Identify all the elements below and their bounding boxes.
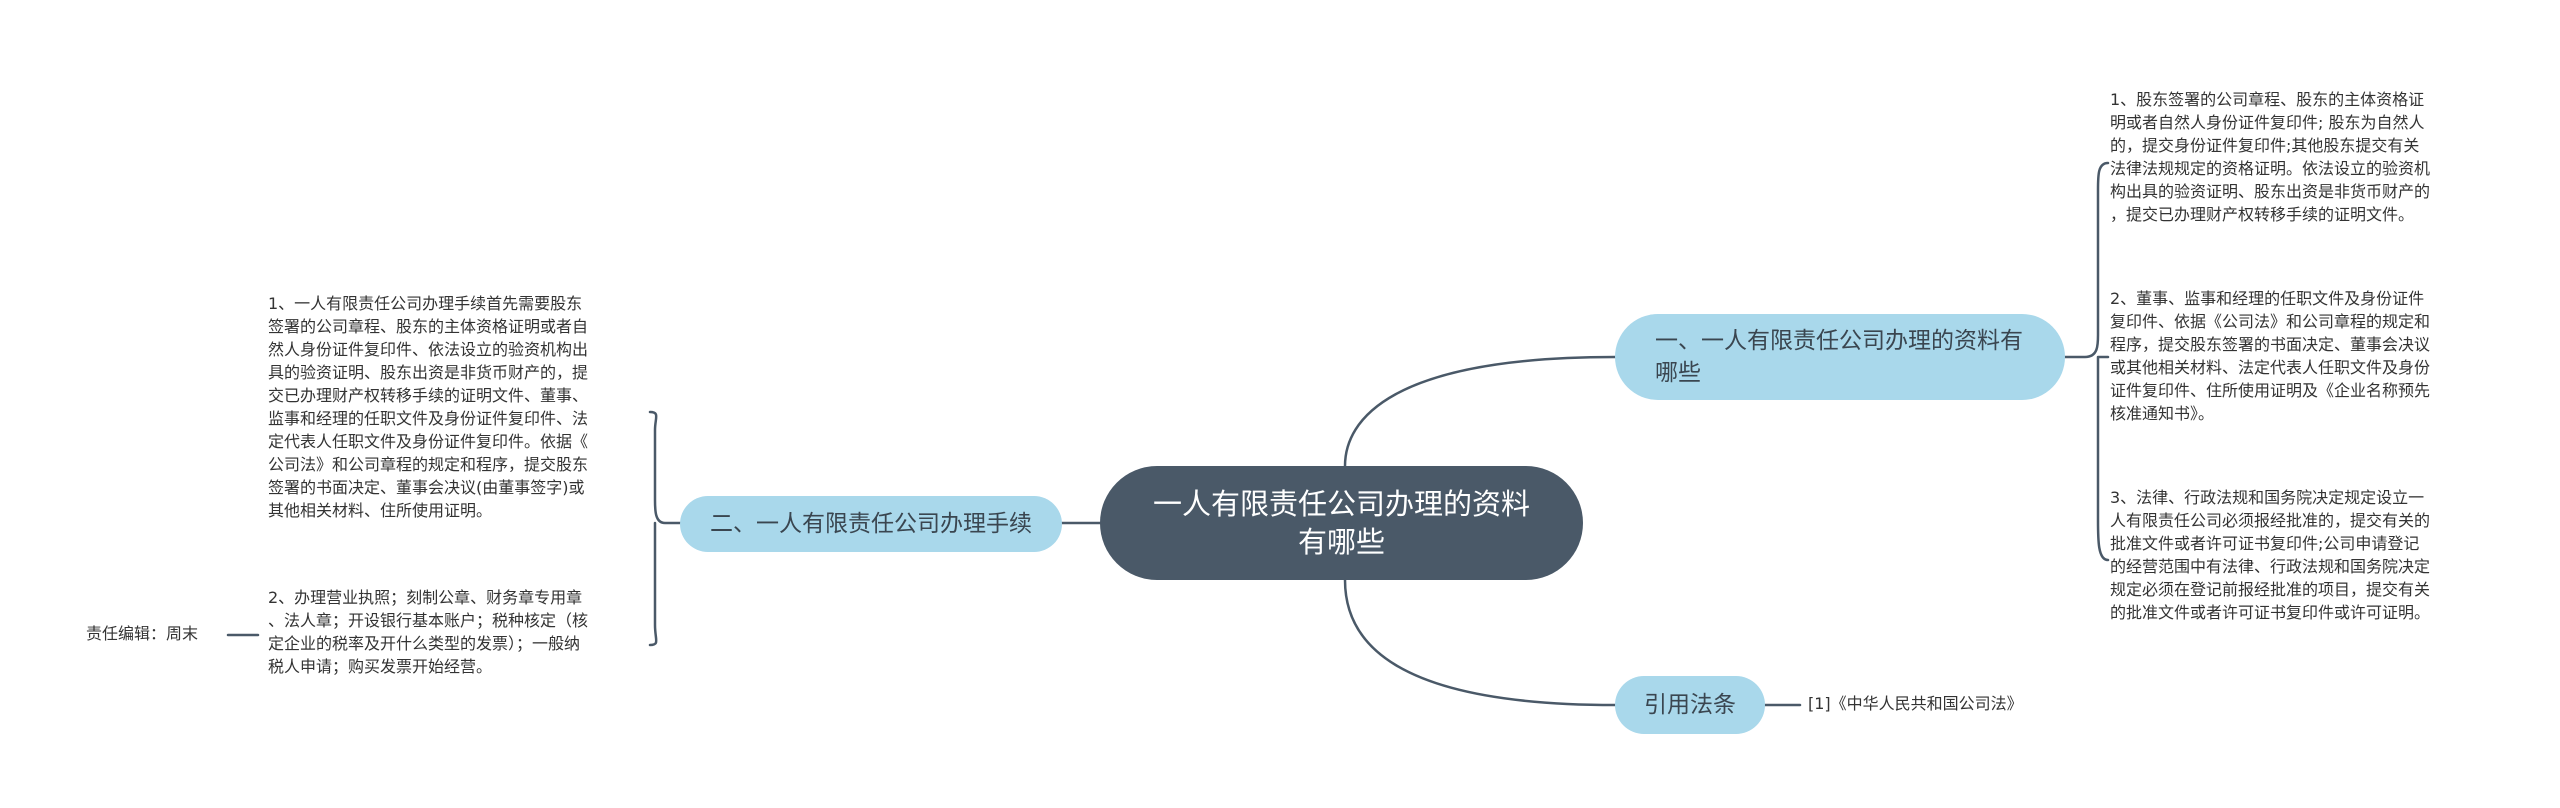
connector-materials-bracket — [2063, 161, 2110, 562]
leaf-law-reference[interactable]: [1]《中华人民共和国公司法》 — [1808, 694, 2023, 713]
leaf-procedures-1[interactable]: 1、一人有限责任公司办理手续首先需要股东 签署的公司章程、股东的主体资格证明或者… — [268, 294, 589, 520]
branch-materials[interactable]: 一、一人有限责任公司办理的资料有哪些 — [1615, 314, 2065, 400]
leaf-materials-3[interactable]: 3、法律、行政法规和国务院决定规定设立一 人有限责任公司必须报经批准的，提交有关… — [2110, 488, 2431, 622]
leaf-materials-1[interactable]: 1、股东签署的公司章程、股东的主体资格证 明或者自然人身份证件复印件; 股东为自… — [2110, 90, 2431, 224]
connector-procedures-bracket — [648, 410, 682, 647]
branch-procedures[interactable]: 二、一人有限责任公司办理手续 — [680, 496, 1062, 552]
leaf-procedures-2[interactable]: 2、办理营业执照；刻制公章、财务章专用章 、法人章；开设银行基本账户；税种核定（… — [268, 588, 589, 676]
leaf-materials-2[interactable]: 2、董事、监事和经理的任职文件及身份证件 复印件、依据《公司法》和公司章程的规定… — [2110, 289, 2431, 423]
connector-center-to-law-refs — [1343, 578, 1617, 707]
connector-center-to-materials — [1343, 355, 1617, 468]
branch-law-references[interactable]: 引用法条 — [1615, 676, 1765, 734]
editor-credit: 责任编辑：周末 — [86, 624, 199, 643]
central-topic[interactable]: 一人有限责任公司办理的资料有哪些 — [1100, 466, 1583, 580]
